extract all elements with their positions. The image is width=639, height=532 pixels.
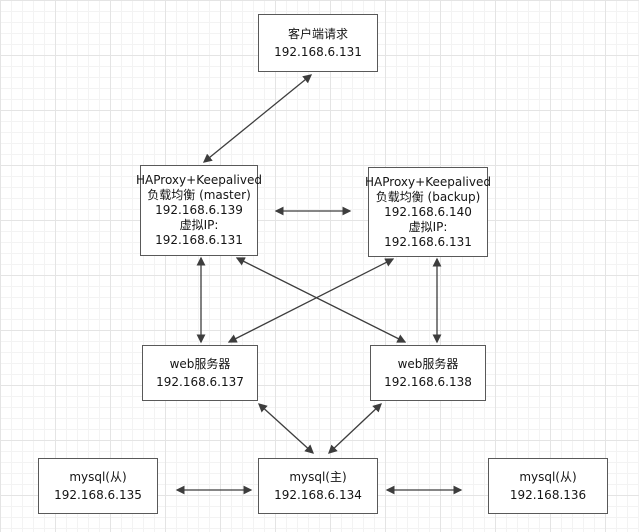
node-mysql-master: mysql(主) 192.168.6.134 bbox=[258, 458, 378, 514]
node-mysql-slave2-ip: 192.168.136 bbox=[509, 488, 587, 502]
node-web2-ip: 192.168.6.138 bbox=[384, 375, 472, 389]
node-mysql-slave-1: mysql(从) 192.168.6.135 bbox=[38, 458, 158, 514]
node-haproxy-backup-role: 负载均衡 (backup) bbox=[375, 189, 481, 204]
node-haproxy-master-title: HAProxy+Keepalived bbox=[136, 173, 262, 187]
edge-haproxy-backup-web1 bbox=[227, 258, 395, 343]
node-haproxy-master-ip: 192.168.6.139 bbox=[155, 203, 243, 217]
node-haproxy-master-role: 负载均衡 (master) bbox=[147, 188, 251, 202]
node-client-ip: 192.168.6.131 bbox=[274, 45, 362, 59]
node-web1-label: web服务器 bbox=[169, 357, 231, 371]
node-client-label: 客户端请求 bbox=[287, 27, 348, 41]
node-mysql-master-label: mysql(主) bbox=[289, 470, 347, 484]
node-haproxy-master: HAProxy+Keepalived 负载均衡 (master) 192.168… bbox=[136, 165, 262, 256]
node-mysql-slave2-label: mysql(从) bbox=[519, 470, 577, 484]
node-web2-label: web服务器 bbox=[397, 357, 459, 371]
node-haproxy-backup-title: HAProxy+Keepalived bbox=[365, 174, 491, 189]
edge-haproxy-master-web2 bbox=[235, 257, 407, 343]
node-mysql-slave-2: mysql(从) 192.168.136 bbox=[488, 458, 608, 514]
node-haproxy-backup-ip: 192.168.6.140 bbox=[384, 204, 472, 219]
node-web1-ip: 192.168.6.137 bbox=[156, 375, 244, 389]
node-mysql-slave1-ip: 192.168.6.135 bbox=[54, 488, 142, 502]
node-haproxy-backup-vip-label: 虚拟IP: bbox=[408, 219, 448, 234]
node-haproxy-master-vip-label: 虚拟IP: bbox=[179, 218, 219, 232]
node-client: 客户端请求 192.168.6.131 bbox=[258, 14, 378, 72]
node-haproxy-backup: HAProxy+Keepalived 负载均衡 (backup) 192.168… bbox=[365, 167, 491, 257]
node-haproxy-master-vip: 192.168.6.131 bbox=[155, 233, 243, 247]
node-mysql-slave1-label: mysql(从) bbox=[69, 470, 127, 484]
edge-web2-mysql-master bbox=[328, 403, 382, 454]
node-haproxy-backup-vip: 192.168.6.131 bbox=[384, 234, 472, 249]
edge-client-haproxy-master bbox=[202, 74, 313, 163]
node-mysql-master-ip: 192.168.6.134 bbox=[274, 488, 362, 502]
node-web-server-2: web服务器 192.168.6.138 bbox=[370, 345, 486, 401]
edge-web1-mysql-master bbox=[258, 403, 314, 454]
node-web-server-1: web服务器 192.168.6.137 bbox=[142, 345, 258, 401]
